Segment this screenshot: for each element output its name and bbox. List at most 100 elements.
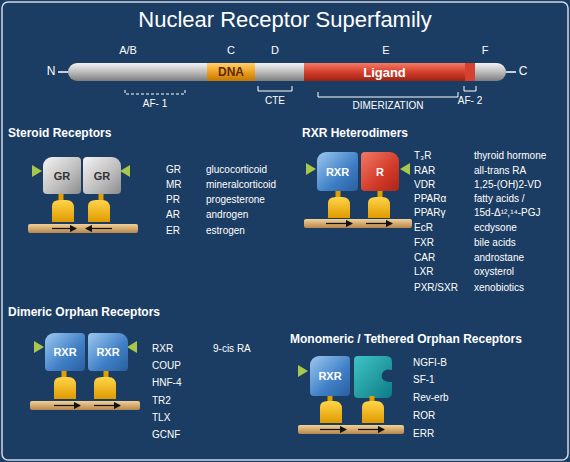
node-text: RXR — [53, 346, 76, 358]
dbd — [94, 377, 116, 399]
list-entry: 9-cis RA — [213, 343, 251, 355]
domain-label: N — [47, 65, 56, 79]
dna-strand — [298, 425, 404, 434]
dna-strand — [30, 401, 140, 410]
n-dash — [58, 71, 68, 73]
list-entry: xenobiotics — [474, 282, 524, 294]
list-entry: 15d-Δ¹²,¹⁴-PGJ — [474, 207, 541, 219]
list-entry: androgen — [206, 209, 248, 221]
list-entry: SF-1 — [413, 374, 435, 386]
list-entry: T₃R — [414, 150, 431, 162]
ligand — [306, 163, 316, 175]
node-text: DNA — [218, 65, 244, 79]
domain-label: AF- 1 — [143, 98, 167, 110]
list-entry: TLX — [152, 412, 170, 424]
list-entry: PR — [166, 194, 180, 206]
dna-strand — [304, 219, 412, 228]
title: Nuclear Receptor Superfamily — [0, 7, 570, 32]
node-text: RXR — [96, 346, 119, 358]
list-entry: COUP — [152, 360, 181, 372]
domain-label: F — [482, 44, 489, 57]
domain-label: D — [271, 44, 279, 57]
receptor-box: RXR — [317, 152, 358, 191]
list-entry: TR2 — [152, 395, 171, 407]
af1-bracket — [125, 90, 185, 94]
dbd — [320, 401, 342, 423]
node-text: Ligand — [363, 65, 406, 80]
dbd — [52, 200, 74, 222]
node-text: R — [376, 166, 384, 178]
cte-bracket — [258, 86, 292, 91]
list-entry: NGFI-B — [413, 357, 447, 369]
dbd — [328, 197, 350, 218]
ligand-domain: Ligand — [304, 63, 465, 81]
list-entry: MR — [166, 179, 182, 191]
domain-label: E — [382, 44, 389, 57]
list-entry: estrogen — [206, 225, 245, 237]
list-entry: VDR — [414, 179, 435, 191]
ligand — [400, 163, 410, 175]
list-entry: HNF-4 — [152, 377, 181, 389]
list-entry: ER — [166, 225, 180, 237]
list-entry: androstane — [474, 252, 524, 264]
list-entry: glucocorticoid — [206, 164, 267, 176]
receptor-box: R — [361, 152, 399, 191]
list-entry: fatty acids / — [474, 193, 525, 205]
af2-bracket — [464, 86, 476, 91]
section-heading: RXR Heterodimers — [302, 127, 408, 141]
domain-label: CTE — [265, 95, 285, 107]
receptor-box: RXR — [45, 333, 85, 371]
list-entry: all-trans RA — [474, 165, 526, 177]
node-text: RXR — [326, 166, 349, 178]
ligand — [32, 165, 42, 177]
list-entry: progesterone — [206, 194, 265, 206]
list-entry: RXR — [152, 343, 173, 355]
c-dash — [506, 71, 516, 73]
ligand — [34, 341, 44, 353]
list-entry: AR — [166, 209, 180, 221]
list-entry: FXR — [414, 237, 434, 249]
list-entry: PPARγ — [414, 207, 446, 219]
list-entry: GCNF — [152, 429, 180, 441]
node-text: GR — [94, 170, 111, 182]
tethered-receptor — [354, 356, 392, 398]
list-entry: Rev-erb — [413, 392, 449, 404]
list-entry: mineralcorticoid — [206, 179, 276, 191]
list-entry: RAR — [414, 165, 435, 177]
list-entry: PPARα — [414, 193, 446, 205]
domain-label: C — [519, 65, 528, 79]
dna-domain: DNA — [207, 63, 255, 81]
domain-label: A/B — [119, 44, 137, 57]
node-text: RXR — [318, 370, 341, 382]
domain-label: AF- 2 — [458, 95, 482, 107]
dbd — [54, 377, 76, 399]
receptor-box: RXR — [310, 356, 350, 396]
dna-strand — [28, 224, 138, 233]
list-entry: ERR — [413, 428, 434, 440]
dbd — [88, 200, 110, 222]
receptor-box: RXR — [88, 333, 128, 371]
list-entry: EcR — [414, 222, 433, 234]
dbd — [368, 197, 390, 218]
list-entry: ROR — [413, 410, 435, 422]
node-text: GR — [54, 170, 71, 182]
section-heading: Steroid Receptors — [8, 127, 111, 141]
receptor-box: GR — [43, 157, 81, 194]
list-entry: oxysterol — [474, 266, 514, 278]
dbd — [362, 401, 384, 423]
ligand — [120, 165, 130, 177]
list-entry: ecdysone — [474, 222, 517, 234]
dimerization-bracket — [318, 92, 458, 97]
domain-label: C — [227, 44, 235, 57]
list-entry: PXR/SXR — [414, 282, 458, 294]
af2-segment — [465, 63, 475, 81]
domain-bar — [68, 63, 506, 81]
list-entry: CAR — [414, 252, 435, 264]
section-heading: Dimeric Orphan Receptors — [8, 306, 160, 320]
receptor-box: GR — [83, 157, 121, 194]
list-entry: thyroid hormone — [474, 150, 546, 162]
ligand — [127, 341, 137, 353]
list-entry: GR — [166, 164, 181, 176]
ligand — [298, 365, 308, 377]
